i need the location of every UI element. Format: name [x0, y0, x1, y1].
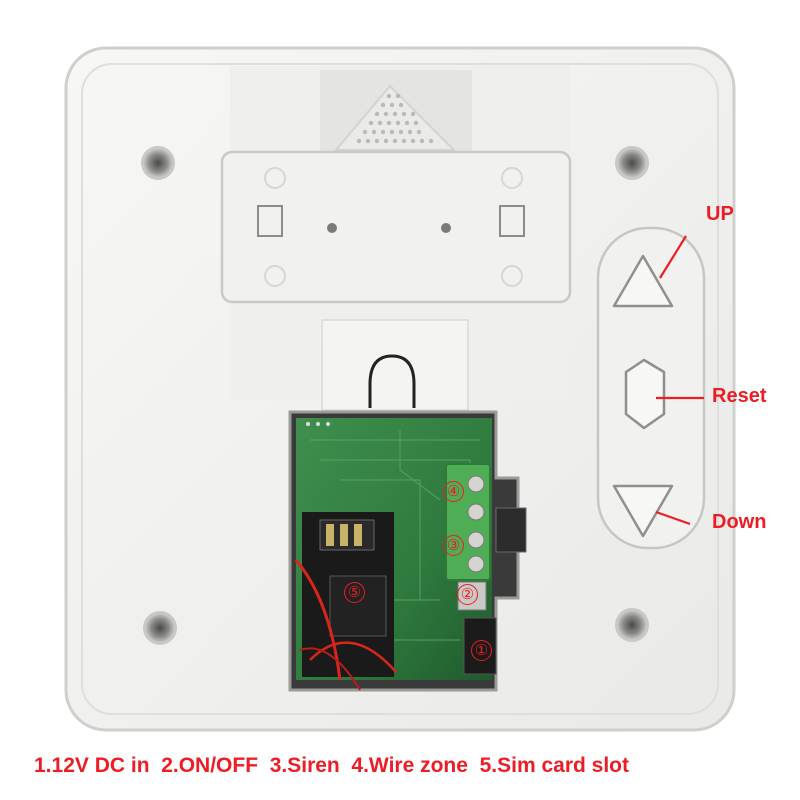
- reset-label: Reset: [712, 385, 767, 407]
- down-pointer-line: [655, 510, 691, 526]
- down-label: Down: [712, 511, 767, 533]
- up-pointer-line: [659, 235, 687, 279]
- screw-hole: [615, 146, 649, 180]
- marker-4: ④: [443, 481, 464, 502]
- marker-5: ⑤: [344, 582, 365, 603]
- hexagon-reset-icon[interactable]: [624, 358, 666, 430]
- up-label: UP: [706, 203, 734, 225]
- legend-caption: 1.12V DC in 2.ON/OFF 3.Siren 4.Wire zone…: [34, 754, 629, 777]
- mounting-bracket: [220, 150, 572, 304]
- marker-1: ①: [471, 640, 492, 661]
- marker-2: ②: [457, 584, 478, 605]
- up-arrow-icon[interactable]: [612, 254, 674, 308]
- screw-hole: [141, 146, 175, 180]
- screw-hole: [615, 608, 649, 642]
- down-arrow-icon[interactable]: [612, 484, 674, 538]
- speaker-holes: [356, 93, 434, 144]
- marker-3: ③: [443, 535, 464, 556]
- screw-hole: [143, 611, 177, 645]
